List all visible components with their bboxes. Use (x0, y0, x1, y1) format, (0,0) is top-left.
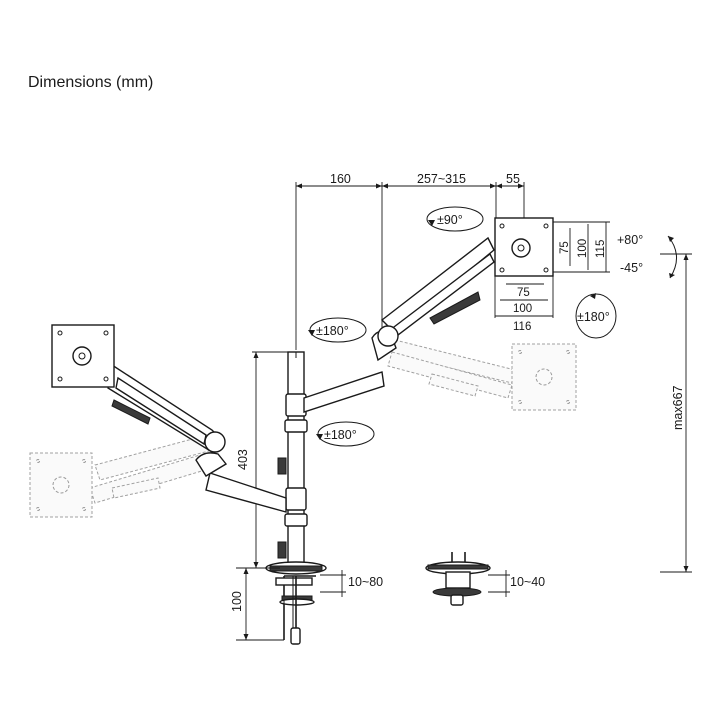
dim-257-315: 257~315 (417, 172, 466, 186)
ghost-right-arm (387, 339, 577, 411)
ghost-left-arm (29, 432, 221, 518)
right-monitor-plate (494, 217, 554, 277)
dim-116-w: 116 (513, 321, 531, 333)
dim-100-w: 100 (513, 303, 532, 315)
dim-115-h: 115 (595, 240, 607, 258)
right-arm (303, 236, 495, 413)
pole (277, 351, 308, 571)
dim-100-h: 100 (577, 239, 589, 258)
swivel-180-lower-badge (316, 421, 375, 447)
dim-403: 403 (236, 449, 250, 470)
dim-10-80: 10~80 (348, 575, 383, 589)
pivot-180-label: ±180° (577, 310, 610, 324)
left-arm (107, 363, 287, 513)
left-monitor-plate (51, 324, 115, 388)
dim-100-clamp: 100 (230, 591, 244, 612)
rotate-90-label: ±90° (437, 213, 463, 227)
swivel-upper-label: ±180° (316, 324, 349, 338)
dim-55: 55 (506, 172, 520, 186)
tilt-arrow-icon (667, 235, 677, 279)
rotate-90-badge (426, 206, 484, 232)
grommet-mount (425, 552, 491, 606)
dim-max667: max667 (671, 385, 685, 430)
tilt-up-label: +80° (617, 233, 643, 247)
swivel-180-upper-badge (308, 317, 367, 343)
dim-160: 160 (330, 172, 351, 186)
swivel-lower-label: ±180° (324, 428, 357, 442)
desk-clamp (265, 561, 327, 645)
dim-75-h: 75 (559, 241, 571, 254)
dim-75-w: 75 (517, 287, 530, 299)
page-title: Dimensions (mm) (28, 74, 154, 91)
dim-10-40: 10~40 (510, 575, 545, 589)
pivot-180-badge (575, 293, 617, 339)
tilt-down-label: -45° (620, 261, 643, 275)
